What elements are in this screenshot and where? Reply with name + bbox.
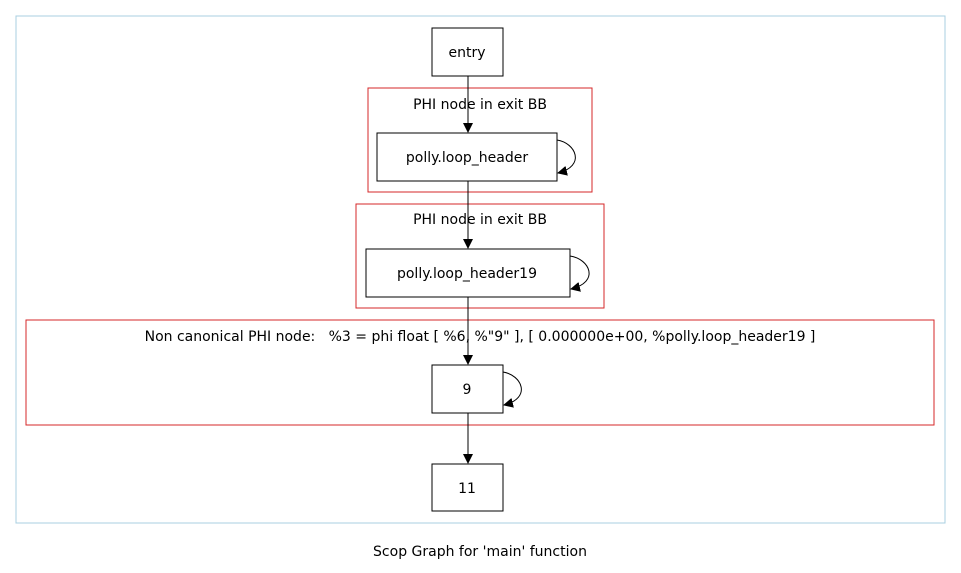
edges — [463, 76, 590, 464]
cluster-label: PHI node in exit BB — [413, 212, 547, 228]
edge-polly-loop-header19-self-loop — [569, 255, 590, 292]
node-polly-loop-header19[interactable]: polly.loop_header19 — [365, 248, 571, 298]
edge-node-9-self-loop — [502, 371, 522, 408]
node-box — [365, 248, 571, 298]
cluster-phi-exit-bb-2: PHI node in exit BB — [355, 203, 605, 309]
cluster-box — [25, 319, 935, 426]
cluster-phi-exit-bb-1: PHI node in exit BB — [367, 87, 593, 193]
node-label: polly.loop_header — [406, 150, 528, 166]
cluster-non-canonical-phi: Non canonical PHI node: %3 = phi float [… — [25, 319, 935, 426]
node-box — [431, 364, 504, 414]
node-box — [431, 463, 504, 512]
node-label: 11 — [458, 481, 476, 497]
node-11[interactable]: 11 — [431, 463, 504, 512]
node-label: entry — [448, 45, 485, 61]
graph-caption: Scop Graph for 'main' function — [373, 544, 587, 560]
node-label: polly.loop_header19 — [397, 266, 537, 282]
cluster-box — [367, 87, 593, 193]
node-box — [376, 132, 558, 182]
node-polly-loop-header[interactable]: polly.loop_header — [376, 132, 558, 182]
cluster-label: PHI node in exit BB — [413, 97, 547, 113]
node-entry[interactable]: entry — [431, 27, 504, 77]
edge-polly-loop-header-self-loop — [556, 139, 576, 176]
node-box — [431, 27, 504, 77]
node-label: 9 — [463, 382, 472, 398]
node-9[interactable]: 9 — [431, 364, 504, 414]
graph-border — [15, 15, 946, 524]
cluster-label: Non canonical PHI node: %3 = phi float [… — [145, 329, 816, 345]
cluster-box — [355, 203, 605, 309]
